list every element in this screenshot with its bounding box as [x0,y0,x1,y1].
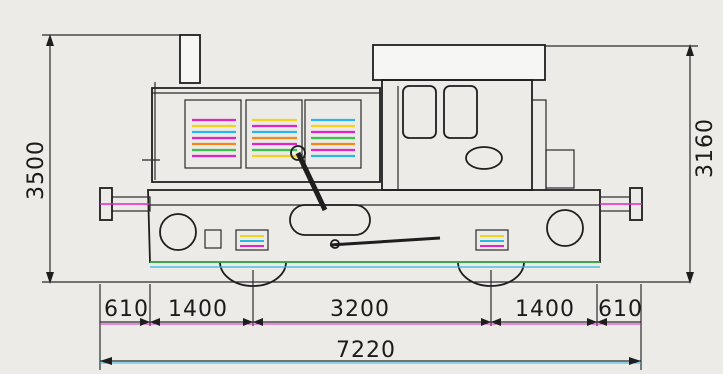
locomotive-body [142,34,575,212]
height-dimension-left: 3500 [24,34,690,284]
total-length-label: 7220 [336,338,396,363]
rear-axle-gap-label: 1400 [515,297,575,322]
rear-buffer [599,187,643,221]
cab-number-plate [465,146,503,170]
height-dimension-right: 3160 [540,44,718,284]
exhaust-stack [179,34,201,84]
cab-roof [372,44,546,81]
front-buffer [99,187,151,221]
length-dimensions: 610 1400 3200 1400 610 7220 [99,270,643,370]
rear-spring [475,229,509,251]
rear-overhang-label: 610 [598,297,643,322]
cab-height-label: 3160 [693,118,718,178]
front-spring [235,229,269,251]
frame-and-running-gear [99,187,643,287]
hood-grille-panels [184,99,362,169]
overall-height-label: 3500 [24,140,49,200]
cab-window-left [402,85,437,139]
front-overhang-label: 610 [104,297,149,322]
cab-window-right [443,85,478,139]
front-axle-gap-label: 1400 [168,297,228,322]
wheelbase-label: 3200 [330,297,390,322]
